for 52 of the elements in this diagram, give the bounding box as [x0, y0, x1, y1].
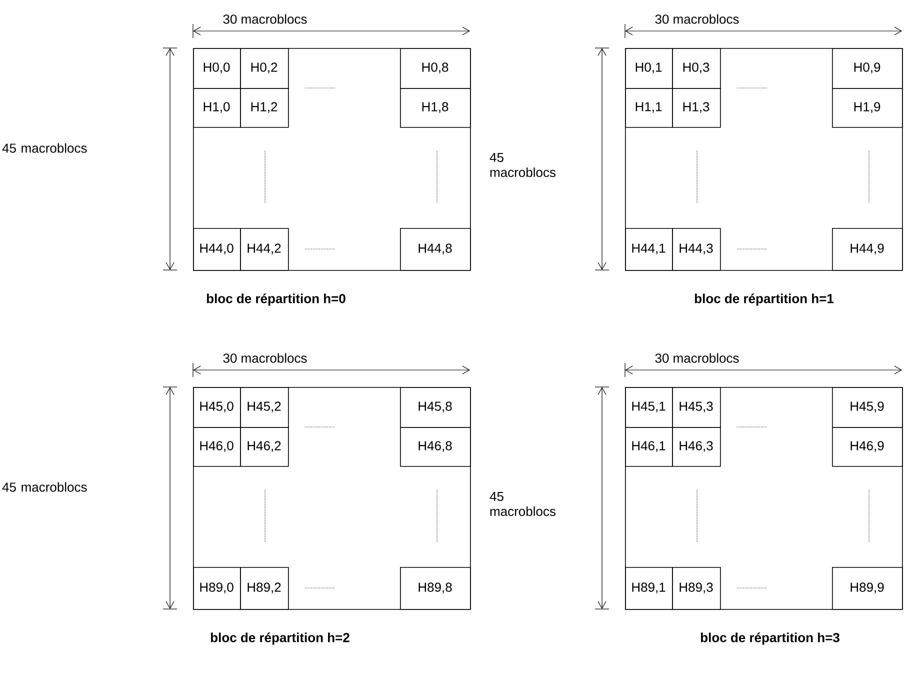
dimension-label: 45 macroblocs — [2, 143, 87, 153]
grid-cell: H1,8 — [400, 88, 471, 128]
grid-cell: H0,1 — [625, 48, 673, 89]
grid-cell: H44,9 — [832, 228, 903, 271]
grid-cell: H1,9 — [832, 88, 903, 128]
node-label: bloc de répartition h=3 — [700, 632, 840, 645]
grid-cell: H0,9 — [832, 48, 903, 89]
grid-cell: H0,8 — [400, 48, 471, 89]
grid-cell: H46,2 — [240, 427, 289, 467]
grid-cell: H0,0 — [193, 48, 241, 89]
block-frame — [625, 48, 903, 271]
grid-cell: H44,2 — [240, 228, 289, 271]
grid-cell: H89,0 — [193, 567, 241, 610]
dimension-label: 30 macroblocs — [654, 352, 740, 364]
grid-cell: H45,2 — [240, 387, 289, 428]
dimension-label: 30 macroblocs — [654, 13, 740, 25]
grid-cell: H89,3 — [672, 567, 721, 610]
grid-cell: H89,9 — [832, 567, 903, 610]
node-label: bloc de répartition h=0 — [206, 294, 346, 306]
grid-cell: H89,1 — [625, 567, 673, 610]
grid-cell: H45,8 — [400, 387, 471, 428]
node-label: bloc de répartition h=1 — [694, 294, 834, 306]
grid-cell: H89,2 — [240, 567, 289, 610]
grid-cell: H44,1 — [625, 228, 673, 271]
grid-cell: H1,3 — [672, 88, 721, 128]
node-label: bloc de répartition h=2 — [210, 632, 350, 645]
grid-cell: H45,1 — [625, 387, 673, 428]
grid-cell: H44,8 — [400, 228, 471, 271]
grid-cell: H46,3 — [672, 427, 721, 467]
grid-cell: H89,8 — [400, 567, 471, 610]
grid-cell: H45,3 — [672, 387, 721, 428]
dimension-label: 30 macroblocs — [222, 13, 308, 25]
grid-cell: H46,9 — [832, 427, 903, 467]
grid-cell: H46,8 — [400, 427, 471, 467]
grid-cell: H45,0 — [193, 387, 241, 428]
dimension-label: 45 macroblocs — [490, 152, 556, 178]
grid-cell: H44,3 — [672, 228, 721, 271]
grid-cell: H46,1 — [625, 427, 673, 467]
grid-cell: H45,9 — [832, 387, 903, 428]
dimension-label: 45 macroblocs — [2, 482, 87, 492]
grid-cell: H46,0 — [193, 427, 241, 467]
dimension-label: 45 macroblocs — [490, 492, 556, 516]
block-frame — [193, 48, 471, 271]
grid-cell: H1,0 — [193, 88, 241, 128]
grid-cell: H0,2 — [240, 48, 289, 89]
grid-cell: H44,0 — [193, 228, 241, 271]
dimension-label: 30 macroblocs — [222, 352, 308, 364]
grid-cell: H0,3 — [672, 48, 721, 89]
block-frame — [625, 387, 903, 610]
block-frame — [193, 387, 471, 610]
grid-cell: H1,2 — [240, 88, 289, 128]
grid-cell: H1,1 — [625, 88, 673, 128]
